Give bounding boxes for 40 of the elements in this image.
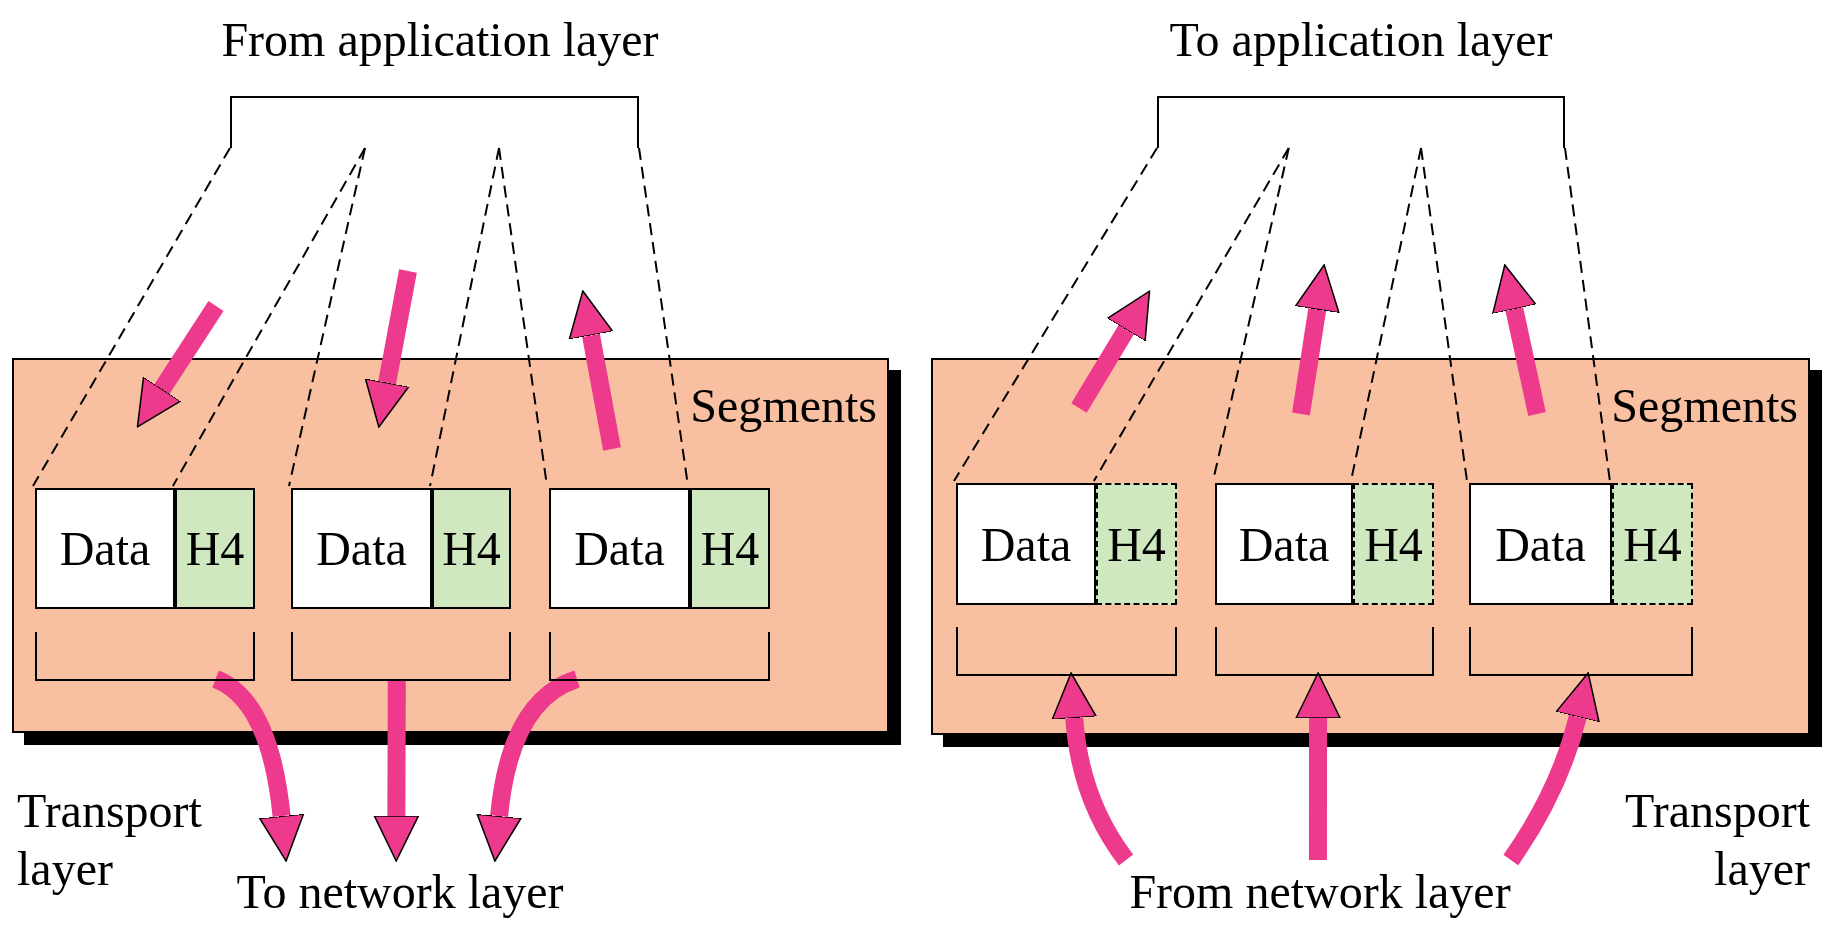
segment-drawing [35,488,255,681]
segment-drawing [956,483,1177,676]
segment-drawing [1469,483,1693,676]
dashed-line [288,147,366,487]
data-field: Data [1215,483,1353,605]
panel-title: Segments [1611,382,1798,430]
data-field: Data [956,483,1096,605]
dashed-line [429,147,500,487]
layer-label: From application layer [220,16,660,64]
header-field: H4 [690,488,770,609]
arrow [211,670,305,862]
panel-title: Segments [690,382,877,430]
segment-drawing [549,488,770,681]
arrow [373,678,420,862]
segment-drawing [291,488,511,681]
layer-caption: Transport layer [17,783,203,897]
dashed-line [32,147,231,487]
header-field: H4 [1096,483,1177,605]
arrow [476,670,581,862]
data-field: Data [35,488,175,609]
dashed-line [171,147,366,487]
data-field: Data [1469,483,1612,605]
dashed-line [1092,147,1290,482]
dashed-line [1564,147,1611,482]
header-field: H4 [175,488,255,609]
header-field: H4 [1353,483,1434,605]
layer-label: From network layer [1128,868,1512,916]
arrow [1503,672,1600,866]
layer-label: To network layer [235,868,565,916]
layer-caption: Transport layer [1624,783,1810,897]
dashed-line [953,147,1158,482]
arrow [1295,672,1341,860]
data-field: Data [549,488,690,609]
arrow [1051,672,1134,866]
dashed-line [1420,147,1468,482]
segment-drawing [1215,483,1434,676]
header-field: H4 [432,488,511,609]
data-field: Data [291,488,432,609]
header-field: H4 [1612,483,1693,605]
layer-label: To application layer [1168,16,1554,64]
